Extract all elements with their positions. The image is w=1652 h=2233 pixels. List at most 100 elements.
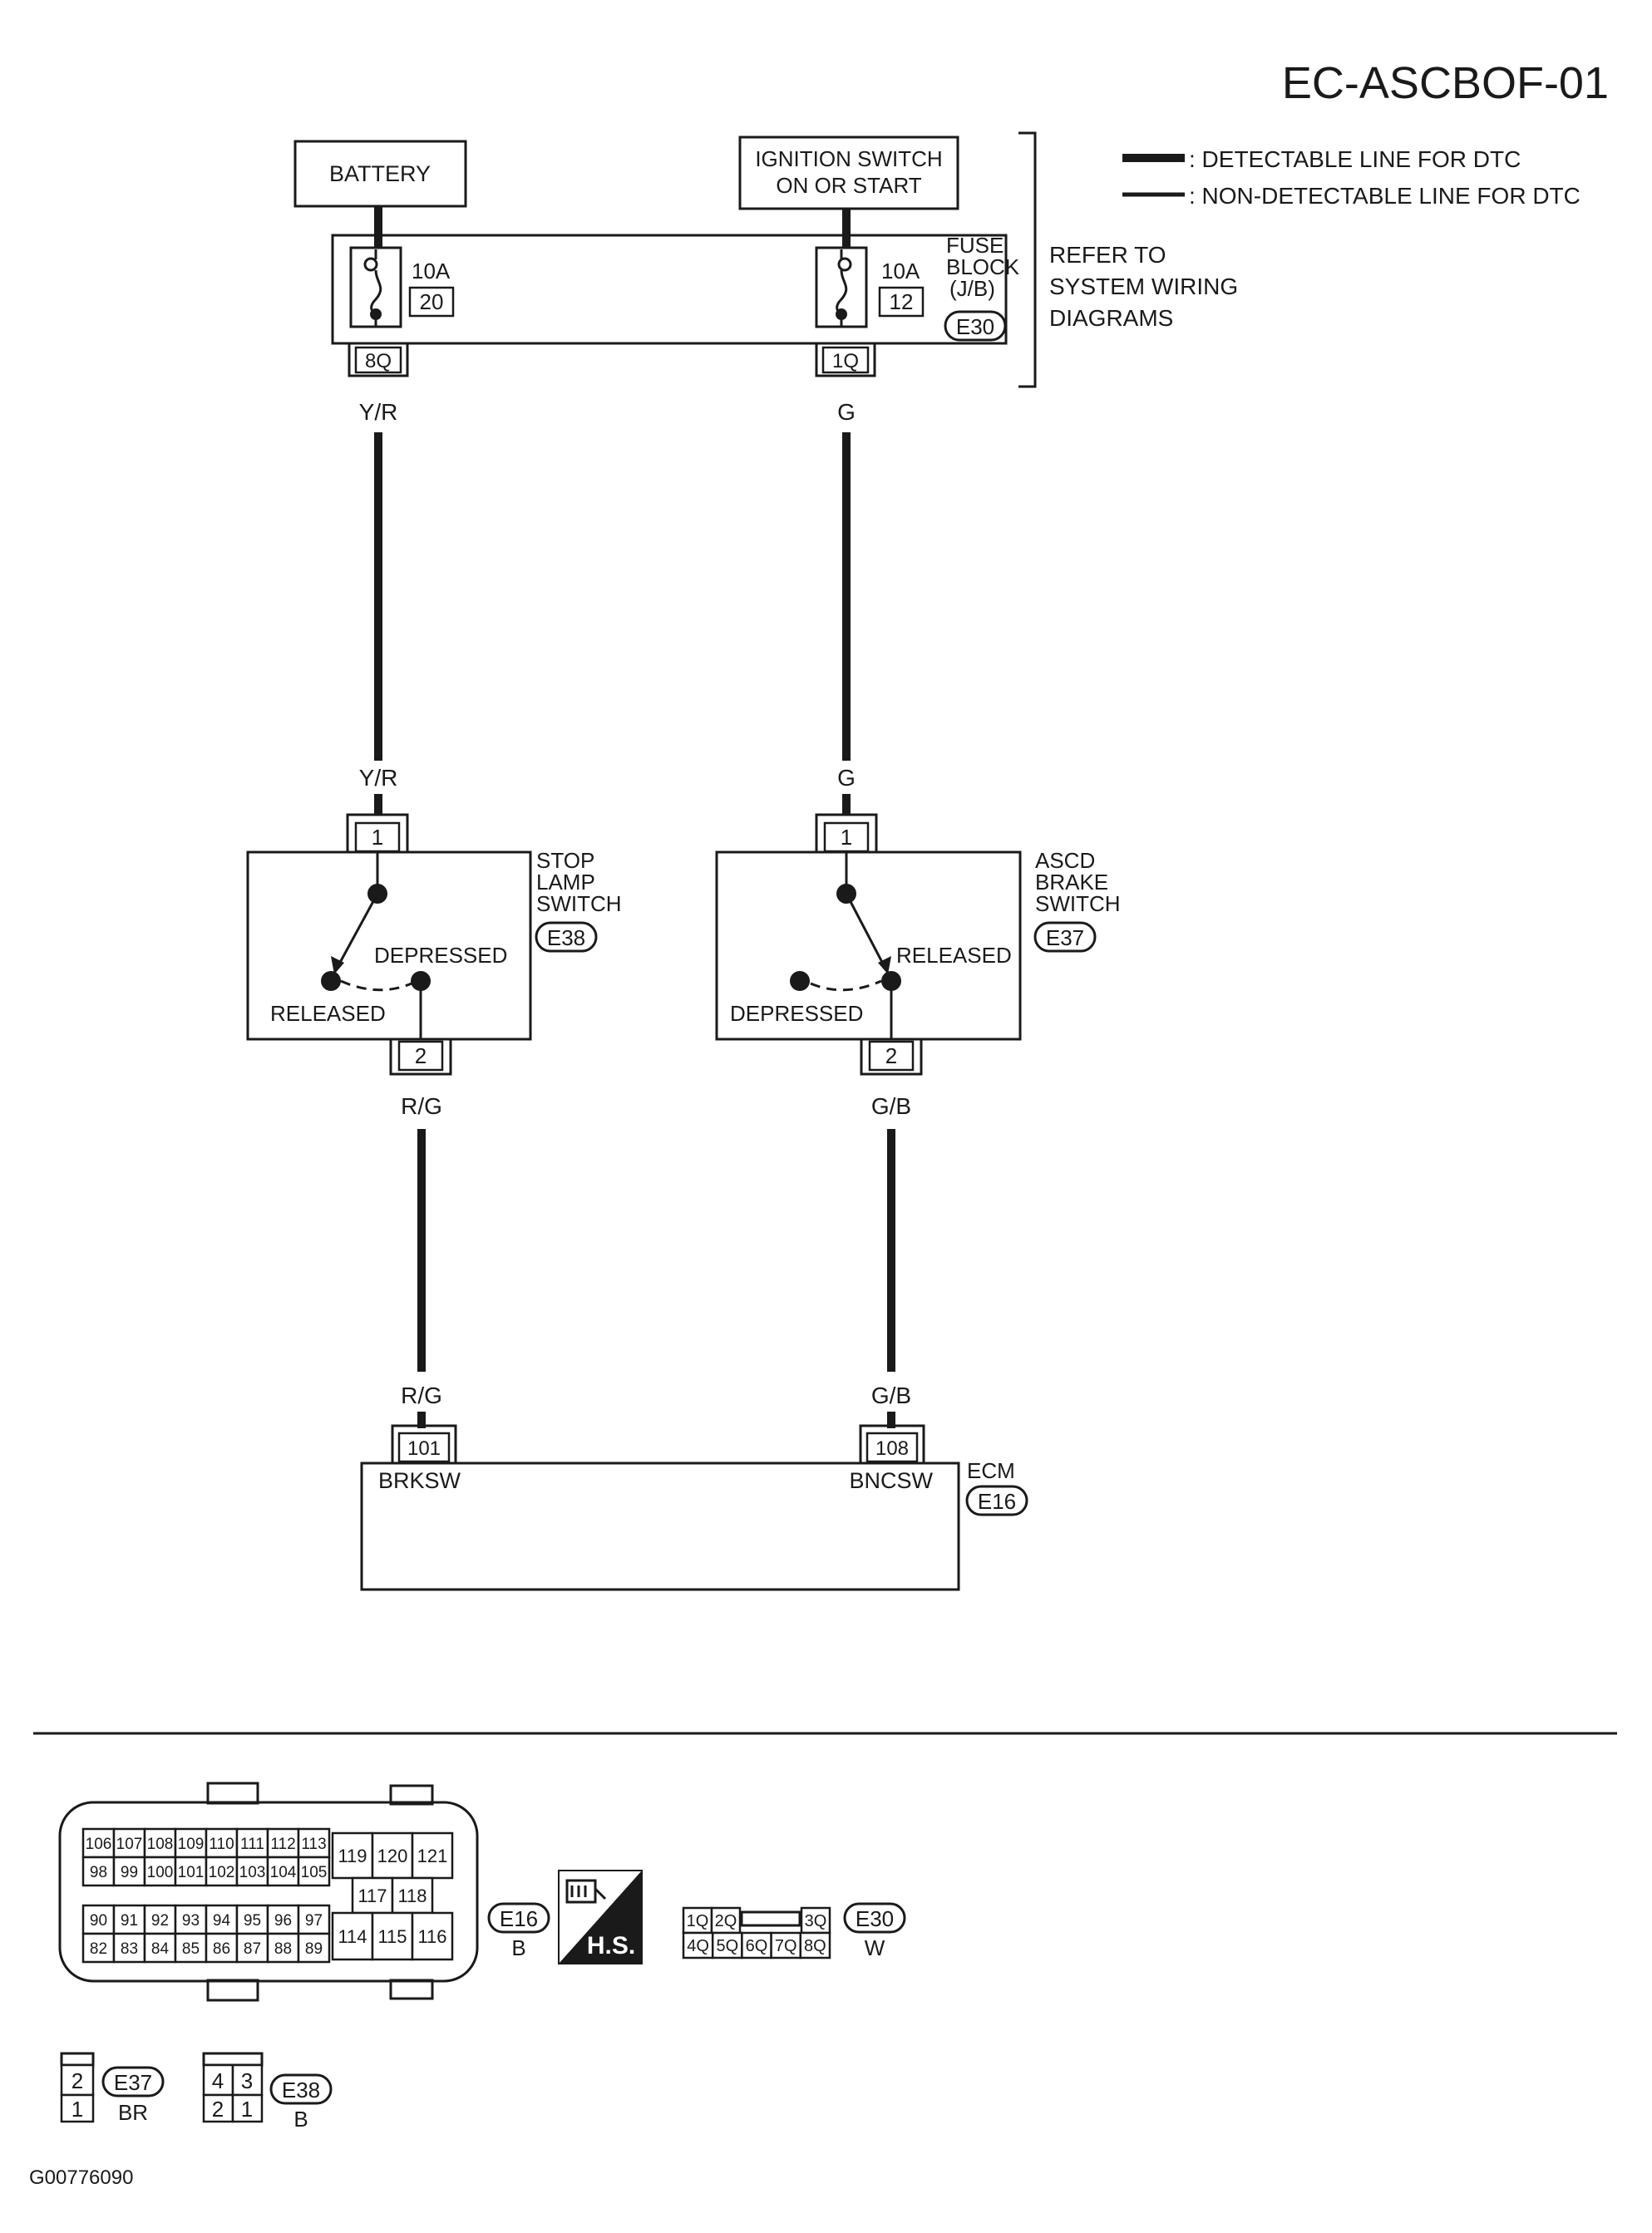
e16-pin-82: 82 [90,1940,107,1958]
e16-lock-bottom-left [206,1979,259,2002]
e30-pin-2Q-box [710,1906,742,1935]
e16-pin-109: 109 [178,1836,205,1853]
ascd-depressed-contact [790,971,810,991]
stop-lamp-pin1-box [354,821,401,853]
figure-code: G00776090 [29,2166,133,2189]
ascd-depressed-label: DEPRESSED [730,1001,863,1026]
e16-pin-116: 116 [417,1926,446,1947]
e30-pin-4Q: 4Q [687,1937,709,1955]
ascd-line2: BRAKE [1035,870,1108,895]
e16-pin-121: 121 [417,1846,448,1866]
e16-pin-116-box [411,1911,454,1961]
fuse-block-line3: (J/B) [949,276,995,301]
ascd-pin2: 2 [885,1043,897,1068]
e16-pin-107: 107 [116,1836,143,1853]
e16-lock-bottom-right [389,1979,434,2000]
e16-pin-94-box [205,1904,239,1935]
ascd-pin1: 1 [841,825,852,850]
e38-color: B [293,2107,308,2132]
e16-pin-114-box [331,1911,374,1961]
e30-pin-1Q: 1Q [687,1912,709,1930]
ecm-pin108: 108 [875,1437,909,1460]
e16-pin-104: 104 [270,1864,297,1881]
fuse-left-amps: 10A [412,259,451,283]
e37-id: E37 [114,2070,152,2095]
e16-pin-117: 117 [358,1885,387,1906]
battery-box [293,140,467,208]
ascd-connector-badge [1033,921,1097,953]
stop-lamp-line3: SWITCH [536,891,622,916]
e16-pin-101-box [174,1856,208,1887]
e38-id: E38 [282,2078,320,2102]
e16-pin-98-box [81,1856,116,1887]
fuse-left-terminal-bracket [348,343,409,377]
stop-lamp-connector-badge [535,921,598,953]
stop-lamp-dashed [340,979,412,992]
e38-pin-box-1 [231,2093,264,2123]
fuse-right-amps: 10A [881,259,920,283]
fuse-left-top-contact [363,257,378,272]
e30-key-slot [740,1910,801,1927]
e30-color: W [865,1935,885,1960]
ascd-switch-box [715,850,1022,1041]
wire-label-left-bottom2: R/G [401,1383,442,1408]
e16-pin-90: 90 [90,1912,107,1930]
e30-pin-5Q: 5Q [716,1937,738,1955]
refer-bracket [1018,131,1037,388]
fuse-block-connector-badge [944,310,1007,342]
stop-lamp-pin1-bracket [346,813,409,852]
ascd-pin2-bracket [860,1039,923,1076]
fuse-left-number-box [408,286,455,318]
wire-label-right-top: G [837,399,856,425]
ecm-pin108-box [865,1432,919,1463]
e38-pin-1: 1 [241,2097,253,2122]
e38-tab [202,2052,264,2067]
e38-pin-4: 4 [212,2068,224,2093]
e16-pin-101: 101 [178,1864,205,1881]
e16-pin-92: 92 [151,1912,169,1930]
e16-pin-113: 113 [301,1836,326,1853]
legend: : DETECTABLE LINE FOR DTC : NON-DETECTAB… [1122,146,1580,209]
e16-pin-121-box [411,1831,454,1880]
fuse-left-terminal-box [354,346,402,374]
wire-label-left-bottom1: R/G [401,1093,442,1119]
e16-pin-110: 110 [209,1836,234,1853]
e16-pin-83: 83 [121,1940,138,1958]
fuse-right-top-contact [837,257,852,272]
e16-id: E16 [500,1906,538,1931]
ecm-signal-left: BRKSW [378,1468,461,1493]
stop-lamp-pin2: 2 [415,1043,427,1068]
e16-pin-96: 96 [274,1912,292,1930]
e16-pin-112: 112 [270,1836,295,1853]
e30-id: E30 [856,1906,894,1931]
ascd-pin1-bracket [815,813,878,852]
e16-pin-82-box [81,1932,116,1964]
refer-line1: REFER TO [1049,242,1166,268]
stop-lamp-released-label: RELEASED [270,1001,386,1026]
hs-connector-icon [565,1879,597,1904]
ascd-released-label: RELEASED [896,943,1012,968]
e16-pin-89: 89 [305,1940,323,1958]
hs-badge-text: H.S. [587,1932,635,1959]
hs-connector-icon-pins [570,1885,607,1900]
stop-lamp-blade-arrow [331,956,344,974]
stop-lamp-pin1: 1 [372,825,383,850]
ascd-line3: SWITCH [1035,891,1121,916]
e37-tab [60,2052,95,2067]
e16-color: B [511,1935,525,1960]
stop-lamp-pin2-bracket [389,1039,452,1076]
stop-lamp-depressed-label: DEPRESSED [374,943,507,968]
stop-lamp-released-contact [321,971,341,991]
e37-connector-face: 2 1 [60,2052,95,2123]
e16-pin-114: 114 [338,1926,367,1947]
e16-lock-top-left [206,1782,259,1805]
e38-pin-box-3 [231,2063,264,2097]
fuse-right-terminal-box [821,346,870,374]
e16-pin-88: 88 [274,1940,292,1958]
ecm-pin108-bracket [859,1424,925,1463]
